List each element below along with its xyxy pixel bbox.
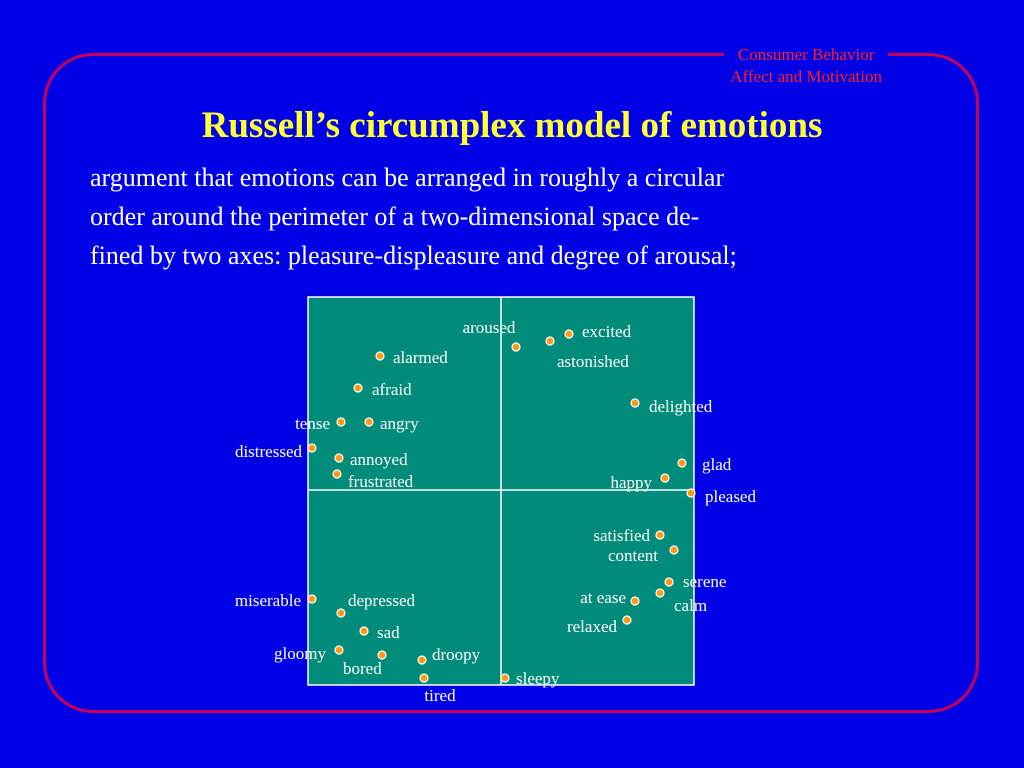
emotion-label-pleased: pleased [705, 487, 756, 506]
description-line-1: argument that emotions can be arranged i… [90, 163, 725, 192]
emotion-label-angry: angry [380, 414, 419, 433]
emotion-dot-tired [419, 673, 429, 683]
emotion-dot-glad [677, 458, 687, 468]
emotion-label-bored: bored [343, 659, 382, 678]
emotion-dot-miserable [307, 594, 317, 604]
slide-title: Russell’s circumplex model of emotions [201, 105, 823, 146]
emotion-dot-calm [655, 588, 665, 598]
emotion-label-at-ease: at ease [580, 588, 626, 607]
emotion-dot-aroused [511, 342, 521, 352]
emotion-label-aroused: aroused [463, 318, 516, 337]
emotion-label-delighted: delighted [649, 397, 713, 416]
emotion-label-content: content [608, 546, 658, 565]
emotion-dot-satisfied [655, 530, 665, 540]
emotion-dot-frustrated [332, 469, 342, 479]
emotion-label-sad: sad [377, 623, 400, 642]
emotion-label-tense: tense [295, 414, 330, 433]
emotion-dot-at-ease [630, 596, 640, 606]
emotion-dot-pleased [686, 488, 696, 498]
emotion-label-gloomy: gloomy [274, 644, 326, 663]
course-header: Consumer Behavior Affect and Motivation [724, 44, 888, 88]
emotion-label-afraid: afraid [372, 380, 412, 399]
emotion-dot-excited [564, 329, 574, 339]
emotion-points: aroused excited astonished alarmed afraid del… [235, 318, 757, 705]
emotion-label-relaxed: relaxed [567, 617, 618, 636]
emotion-dot-droopy [417, 655, 427, 665]
emotion-dot-tense [336, 417, 346, 427]
emotion-label-satisfied: satisfied [593, 526, 650, 545]
description: argument that emotions can be arranged i… [90, 158, 970, 275]
emotion-dot-happy [660, 473, 670, 483]
course-title: Consumer Behavior [737, 45, 875, 64]
emotion-dot-angry [364, 417, 374, 427]
emotion-dot-serene [664, 577, 674, 587]
emotion-dot-distressed [307, 443, 317, 453]
description-line-2: order around the perimeter of a two-dime… [90, 202, 700, 231]
emotion-label-excited: excited [582, 322, 632, 341]
emotion-label-astonished: astonished [557, 352, 629, 371]
emotion-label-miserable: miserable [235, 591, 301, 610]
emotion-dot-gloomy [334, 645, 344, 655]
emotion-dot-depressed [336, 608, 346, 618]
emotion-dot-sleepy [500, 673, 510, 683]
emotion-dot-relaxed [622, 615, 632, 625]
emotion-label-sleepy: sleepy [516, 669, 560, 688]
emotion-label-serene: serene [683, 572, 726, 591]
emotion-label-happy: happy [610, 473, 652, 492]
emotion-dot-afraid [353, 383, 363, 393]
emotion-label-alarmed: alarmed [393, 348, 448, 367]
emotion-label-annoyed: annoyed [350, 450, 408, 469]
emotion-dot-sad [359, 626, 369, 636]
emotion-label-calm: calm [674, 596, 707, 615]
emotion-label-frustrated: frustrated [348, 472, 414, 491]
emotion-dot-delighted [630, 398, 640, 408]
emotion-label-distressed: distressed [235, 442, 303, 461]
emotion-dot-content [669, 545, 679, 555]
slide-frame [43, 53, 979, 713]
emotion-label-glad: glad [702, 455, 732, 474]
emotion-label-tired: tired [424, 686, 456, 705]
emotion-dot-annoyed [334, 453, 344, 463]
emotion-dot-astonished [545, 336, 555, 346]
course-topic: Affect and Motivation [730, 67, 882, 86]
emotion-label-depressed: depressed [348, 591, 416, 610]
emotion-label-droopy: droopy [432, 645, 481, 664]
description-line-3: fined by two axes: pleasure-displeasure … [90, 241, 737, 270]
emotion-dot-bored [377, 650, 387, 660]
emotion-dot-alarmed [375, 351, 385, 361]
